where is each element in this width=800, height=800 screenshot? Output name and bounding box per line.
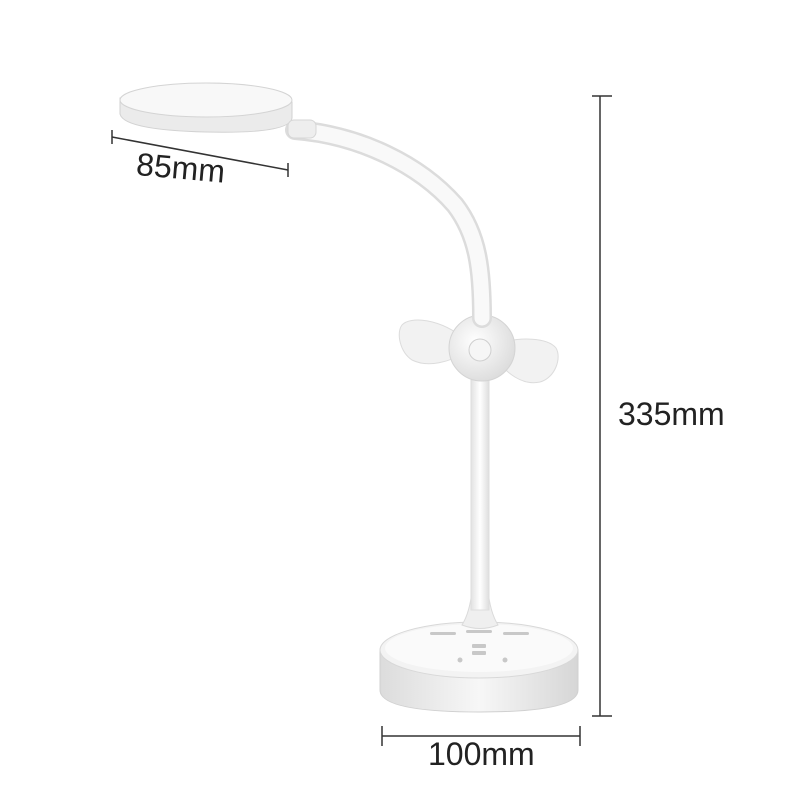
fan	[398, 314, 559, 384]
dimension-line-base	[381, 726, 581, 746]
height-label: 335mm	[618, 396, 725, 432]
dimension-line-head	[111, 130, 289, 177]
dimension-line-height	[592, 95, 612, 717]
lamp-base	[379, 621, 579, 713]
lamp-head	[119, 82, 317, 139]
base-diameter-label: 100mm	[428, 736, 535, 772]
head-diameter-label: 85mm	[134, 146, 227, 190]
touch-controls	[430, 630, 529, 663]
fan-hub	[468, 338, 492, 362]
lamp-stem	[470, 379, 490, 611]
